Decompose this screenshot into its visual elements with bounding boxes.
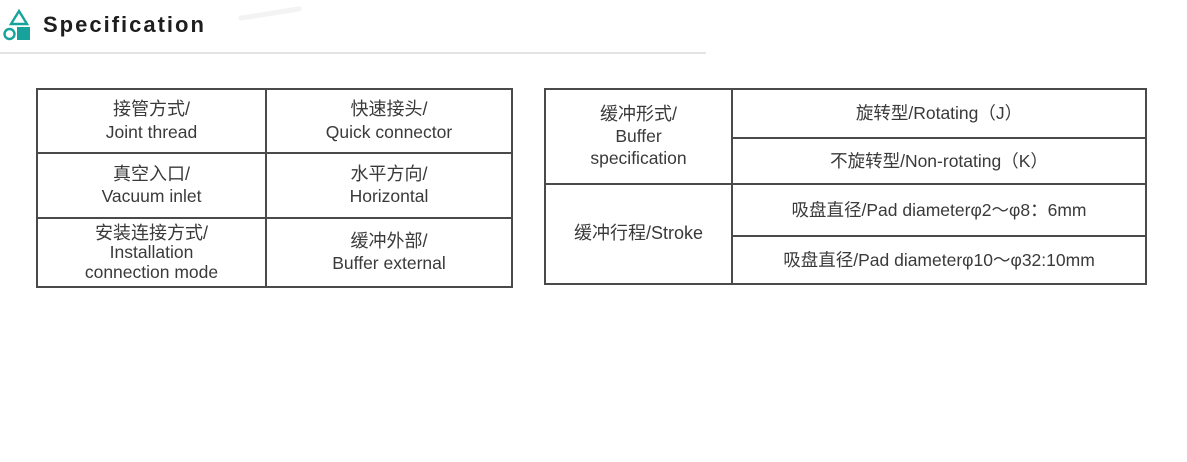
table-row: 真空入口/ Vacuum inlet 水平方向/ Horizontal (36, 152, 513, 219)
cell-text-zh: 缓冲外部/ (350, 230, 428, 251)
cell-stroke-large-pads: 吸盘直径/Pad diameterφ10～φ32:10mm (731, 235, 1147, 285)
cell-vacuum-inlet: 真空入口/ Vacuum inlet (36, 152, 267, 219)
cell-text-en: specification (590, 148, 687, 169)
decorative-swoosh (238, 6, 302, 21)
cell-stroke-small-pads: 吸盘直径/Pad diameterφ2～φ8：6mm (731, 183, 1147, 237)
cell-text: 旋转型/Rotating（J） (855, 103, 1023, 123)
cell-buffer-specification-label: 缓冲形式/ Buffer specification (544, 88, 733, 185)
table-row: 缓冲行程/Stroke 吸盘直径/Pad diameterφ2～φ8：6mm (544, 183, 1147, 285)
table-row: 不旋转型/Non-rotating（K） (545, 137, 1147, 185)
cell-text-zh: 快速接头/ (350, 99, 428, 120)
cell-stroke-label: 缓冲行程/Stroke (544, 183, 733, 285)
cell-installation-mode: 安装连接方式/ Installation connection mode (36, 217, 267, 288)
page-title: Specification (43, 12, 206, 37)
shapes-icon (3, 8, 30, 41)
cell-text-en: Installation (109, 242, 194, 263)
cell-text-zh: 安装连接方式/ (94, 223, 208, 244)
spec-table-left: 接管方式/ Joint thread 快速接头/ Quick connector… (36, 88, 513, 288)
cell-text: 吸盘直径/Pad diameterφ10～φ32:10mm (783, 249, 1095, 270)
table-row: 接管方式/ Joint thread 快速接头/ Quick connector (36, 88, 513, 154)
cell-text-zh: 接管方式/ (112, 99, 190, 120)
cell-text-en: Buffer (615, 126, 662, 147)
cell-text-en: Horizontal (349, 186, 429, 207)
cell-text-zh: 缓冲行程/Stroke (573, 223, 704, 244)
cell-text-zh: 水平方向/ (350, 163, 428, 184)
cell-text-en: connection mode (84, 261, 219, 282)
cell-text-en: Vacuum inlet (101, 186, 202, 207)
cell-buffer-external: 缓冲外部/ Buffer external (265, 217, 513, 288)
cell-text-zh: 真空入口/ (112, 163, 190, 184)
table-row: 安装连接方式/ Installation connection mode 缓冲外… (36, 217, 513, 288)
cell-rotating-option: 旋转型/Rotating（J） (731, 88, 1147, 139)
spec-table-right: 缓冲形式/ Buffer specification 旋转型/Rotating（… (544, 88, 1147, 285)
cell-horizontal: 水平方向/ Horizontal (265, 152, 513, 219)
cell-joint-thread: 接管方式/ Joint thread (36, 88, 267, 154)
cell-text-en: Buffer external (332, 253, 446, 274)
cell-quick-connector: 快速接头/ Quick connector (265, 88, 513, 154)
cell-text-en: Quick connector (325, 121, 453, 142)
table-row: 吸盘直径/Pad diameterφ10～φ32:10mm (545, 235, 1147, 285)
cell-text-en: Joint thread (105, 121, 198, 142)
cell-text-zh: 缓冲形式/ (599, 103, 677, 124)
cell-text: 吸盘直径/Pad diameterφ2～φ8：6mm (791, 199, 1087, 220)
table-row: 缓冲形式/ Buffer specification 旋转型/Rotating（… (544, 88, 1147, 185)
cell-text: 不旋转型/Non-rotating（K） (830, 150, 1048, 171)
header-divider (0, 52, 706, 54)
section-header: Specification (3, 8, 206, 42)
cell-non-rotating-option: 不旋转型/Non-rotating（K） (731, 137, 1147, 185)
